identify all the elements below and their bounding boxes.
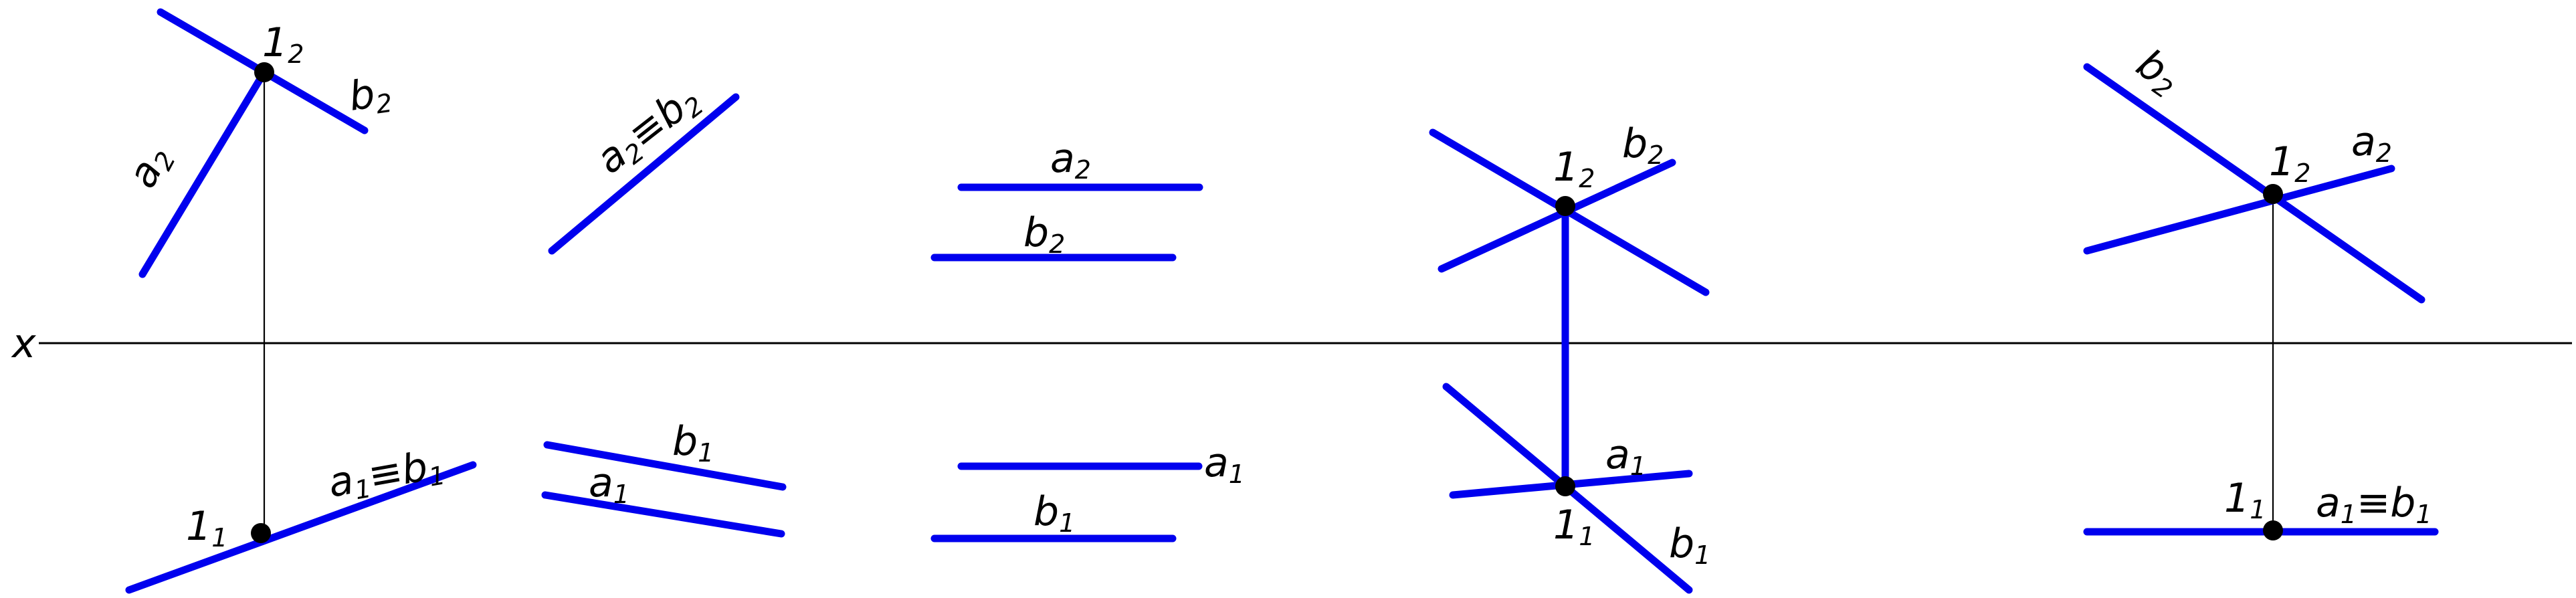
label-a2: a2	[1050, 135, 1091, 185]
label-a1-b1: a1≡b1	[324, 441, 448, 510]
label-a2: a2	[118, 137, 181, 197]
label-b1: b1	[1033, 488, 1075, 538]
label-1-2: 12	[262, 19, 304, 69]
label-a1: a1	[1605, 431, 1646, 481]
figure-4: 12 b2 a1 11 b1	[1429, 120, 1710, 594]
label-1-1: 11	[2224, 475, 2266, 524]
line-b1	[543, 441, 787, 491]
figure-2: a2≡b2 b1 a1	[541, 85, 787, 538]
label-a1: a1	[1204, 439, 1245, 489]
figure-1: 12 b2 a2 11 a1≡b1	[118, 8, 477, 594]
label-a2: a2	[2351, 118, 2392, 168]
label-1-2: 12	[2269, 138, 2310, 188]
label-1-2: 12	[1553, 144, 1595, 193]
figure-5: b2 12 a2 11 a1≡b1	[2083, 40, 2439, 540]
label-a1-b1: a1≡b1	[2316, 480, 2432, 529]
line-a1-b1	[125, 461, 477, 594]
line-a2	[138, 68, 268, 278]
label-1-1: 11	[1553, 502, 1595, 551]
line-a2	[2083, 165, 2395, 255]
label-b2: b2	[346, 68, 394, 123]
line-a2-b2	[548, 93, 740, 255]
point-1-2	[1555, 196, 1575, 216]
x-axis-label: x	[11, 320, 36, 367]
line-b2	[2083, 63, 2425, 304]
label-b2: b2	[1023, 209, 1065, 259]
point-1-2	[254, 62, 274, 82]
label-a1: a1	[589, 460, 629, 509]
line-a1	[541, 491, 785, 538]
label-1-1: 11	[186, 503, 227, 553]
label-b2: b2	[1622, 120, 1664, 170]
label-b1: b1	[672, 418, 714, 468]
point-1-1	[1555, 476, 1575, 496]
point-1-2	[2263, 184, 2283, 204]
label-b1: b1	[1669, 520, 1710, 570]
point-1-1	[2263, 520, 2283, 540]
line-b2	[1438, 159, 1676, 273]
point-1-1	[251, 523, 271, 543]
label-b2: b2	[2126, 40, 2189, 104]
figure-3: a2 b2 a1 b1	[930, 135, 1245, 542]
